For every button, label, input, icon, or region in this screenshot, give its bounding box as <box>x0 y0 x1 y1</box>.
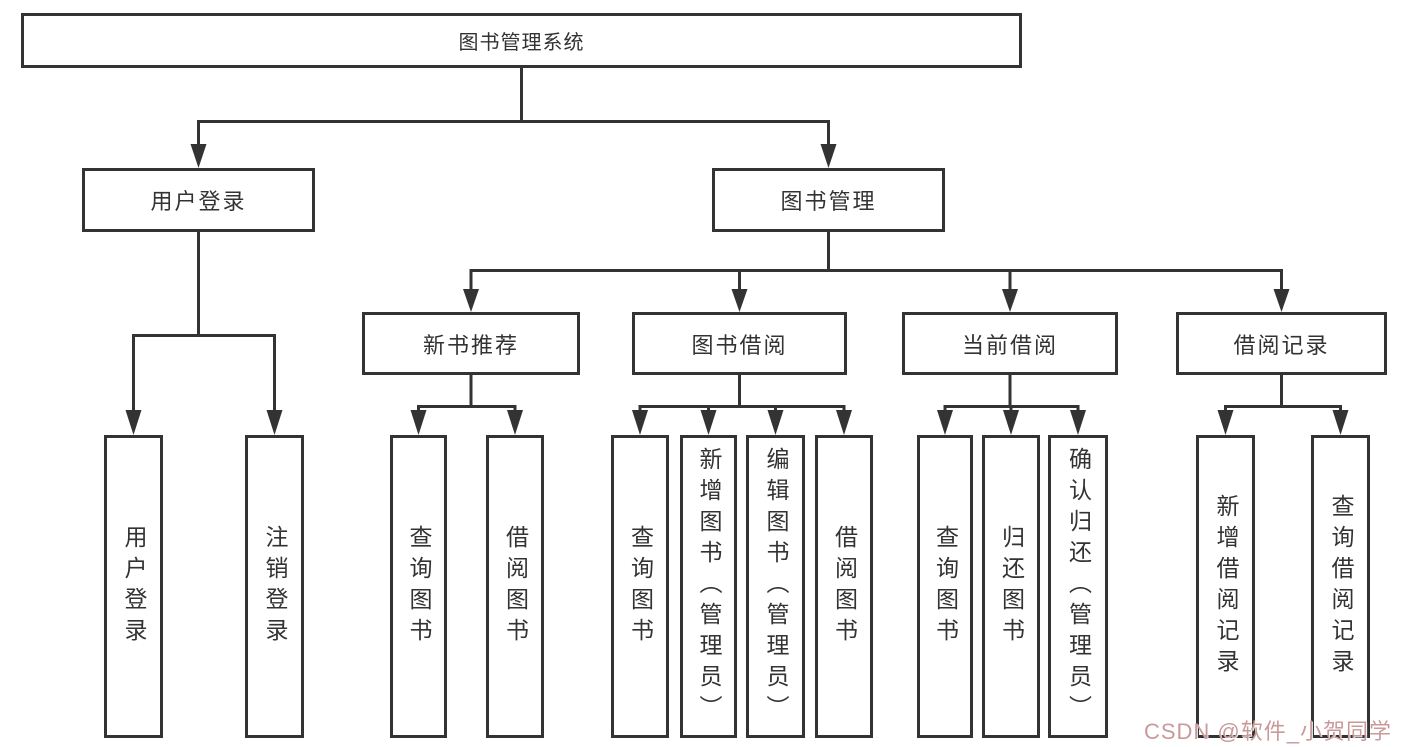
node-label: 查询图书 <box>932 524 959 649</box>
node-borrowing-records: 借阅记录 <box>1176 312 1387 375</box>
node-label: 新增借阅记录 <box>1213 493 1239 680</box>
arrowheads <box>125 144 1349 435</box>
node-label: 查询借阅记录 <box>1328 493 1354 680</box>
node-book-borrowing: 图书借阅 <box>632 312 847 375</box>
leaf-logout: 注销登录 <box>245 435 304 738</box>
node-book-management: 图书管理 <box>712 168 945 232</box>
node-library-management-system: 图书管理系统 <box>21 13 1022 68</box>
leaf-query-books-borrowing: 查询图书 <box>611 435 669 738</box>
node-label: 图书管理 <box>780 189 877 214</box>
node-label: 图书借阅 <box>691 332 788 358</box>
leaf-edit-books-admin: 编辑图书（管理员） <box>746 435 805 738</box>
node-label: 查询图书 <box>627 524 654 649</box>
node-label: 确认归还（管理员） <box>1065 447 1092 726</box>
node-label: 注销登录 <box>262 524 288 649</box>
node-label: 用户登录 <box>121 524 147 649</box>
leaf-add-books-admin: 新增图书（管理员） <box>680 435 737 738</box>
node-label: 借阅图书 <box>502 524 529 649</box>
node-current-borrowing: 当前借阅 <box>902 312 1118 375</box>
node-new-book-recommendation: 新书推荐 <box>362 312 580 375</box>
node-label: 用户登录 <box>150 189 247 214</box>
leaf-return-books: 归还图书 <box>982 435 1040 738</box>
leaf-add-borrow-record: 新增借阅记录 <box>1196 435 1255 738</box>
node-label: 借阅记录 <box>1233 332 1330 358</box>
watermark: CSDN @软件_小贺同学 <box>1143 719 1392 744</box>
node-label: 查询图书 <box>406 524 432 649</box>
node-user-login: 用户登录 <box>82 168 315 232</box>
node-label: 图书管理系统 <box>458 32 585 54</box>
leaf-user-login: 用户登录 <box>104 435 163 738</box>
leaf-borrow-books: 借阅图书 <box>815 435 873 738</box>
leaf-query-borrow-record: 查询借阅记录 <box>1311 435 1370 738</box>
node-label: 当前借阅 <box>961 332 1058 358</box>
leaf-query-books-recommend: 查询图书 <box>390 435 447 738</box>
node-label: 借阅图书 <box>831 524 858 649</box>
node-label: 新增图书（管理员） <box>696 447 722 726</box>
leaf-query-books-current: 查询图书 <box>917 435 973 738</box>
node-label: 编辑图书（管理员） <box>763 447 789 726</box>
leaf-borrow-books-recommend: 借阅图书 <box>486 435 544 738</box>
node-label: 新书推荐 <box>422 332 519 358</box>
node-label: 归还图书 <box>998 524 1025 649</box>
leaf-confirm-return-admin: 确认归还（管理员） <box>1048 435 1108 738</box>
